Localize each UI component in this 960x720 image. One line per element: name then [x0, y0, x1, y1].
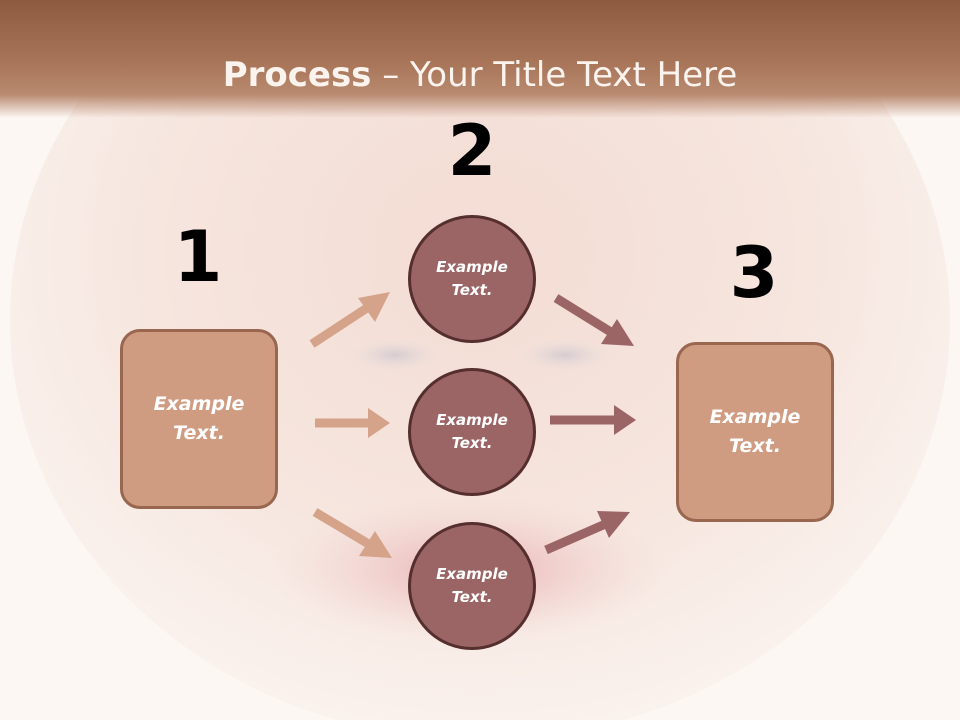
arrow-left-to-top — [309, 292, 390, 348]
arrow-top-to-right — [553, 294, 634, 346]
circle-middle[interactable]: Example Text. — [408, 368, 536, 496]
arrow-middle-to-right — [550, 405, 636, 435]
title-bold: Process — [222, 55, 372, 95]
left-box-text: Example Text. — [153, 393, 245, 444]
arrow-bottom-to-right — [544, 511, 630, 555]
step-number-2: 2 — [447, 110, 497, 192]
right-box[interactable]: Example Text. — [676, 342, 834, 522]
right-box-text: Example Text. — [709, 406, 801, 457]
arrow-left-to-bottom — [312, 508, 392, 558]
circle-bottom-text: Example Text. — [436, 565, 508, 606]
slide-title: Process – Your Title Text Here — [0, 52, 960, 98]
circle-bottom[interactable]: Example Text. — [408, 522, 536, 650]
left-box[interactable]: Example Text. — [120, 329, 278, 509]
arrow-left-to-middle — [315, 408, 390, 438]
circle-top-text: Example Text. — [436, 258, 508, 299]
circle-top[interactable]: Example Text. — [408, 215, 536, 343]
header-band — [0, 0, 960, 118]
title-rest: – Your Title Text Here — [371, 55, 738, 95]
step-number-3: 3 — [729, 232, 779, 314]
step-number-1: 1 — [173, 216, 223, 298]
circle-middle-text: Example Text. — [436, 411, 508, 452]
